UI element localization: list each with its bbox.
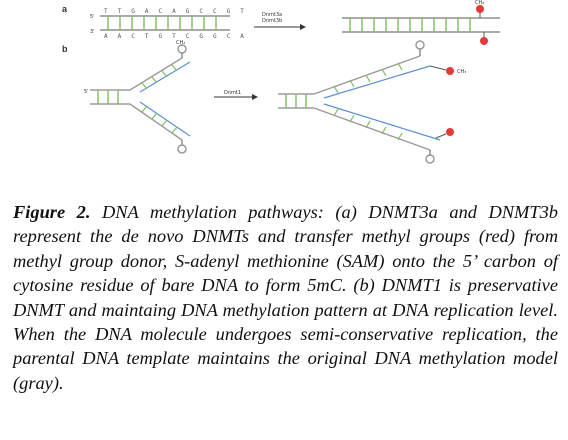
figure-label: Figure 2. <box>13 202 91 222</box>
replication-fork-right: CH₃ <box>278 40 466 164</box>
new-methyl-right-top <box>446 67 454 75</box>
figure-caption: Figure 2. DNA methylation pathways: (a) … <box>13 200 558 395</box>
duplex-left: T T G A C A G C C G T A A C T G T C G G … <box>90 8 247 40</box>
methyl-group-bottom <box>480 37 488 45</box>
parental-methyl-right-bottom <box>425 154 435 164</box>
methyl-label-a: CH₃ <box>475 0 484 6</box>
prime-3-label: 3' <box>90 29 95 35</box>
replication-fork-left: CH₃ 5' <box>84 40 191 154</box>
prime-5-label-b: 5' <box>84 89 89 95</box>
methyl-label-c: CH₃ <box>457 69 466 75</box>
enzyme-dnmt3a-label: Dnmt3a <box>262 12 282 18</box>
methyl-group-top <box>476 5 484 13</box>
panel-a-label: a <box>62 4 68 14</box>
parental-methyl-top <box>177 44 187 54</box>
enzyme-dnmt3b-label: Dnmt3b <box>262 18 282 24</box>
parental-methyl-right-top <box>415 40 425 50</box>
prime-5-label: 5' <box>90 14 95 20</box>
arrow-dnmt1: Dnmt1 <box>214 90 258 100</box>
new-methyl-right-bottom <box>446 128 454 136</box>
strand-top-seq: T T G A C A G C C G T <box>104 8 247 15</box>
strand-bottom-seq: A A C T G T C G G C A <box>104 33 247 40</box>
panel-b-label: b <box>62 44 68 54</box>
parental-methyl-bottom <box>177 144 187 154</box>
dna-methylation-figure: a T T G A C A G C C G T A A C T G T C G … <box>62 0 500 164</box>
enzyme-dnmt1-label: Dnmt1 <box>224 90 241 96</box>
methyl-label-b: CH₃ <box>176 40 185 46</box>
duplex-right: CH₃ <box>342 0 500 45</box>
caption-text: DNA methylation pathways: (a) DNMT3a and… <box>13 202 558 393</box>
arrow-dnmt3: Dnmt3a Dnmt3b <box>254 12 306 30</box>
